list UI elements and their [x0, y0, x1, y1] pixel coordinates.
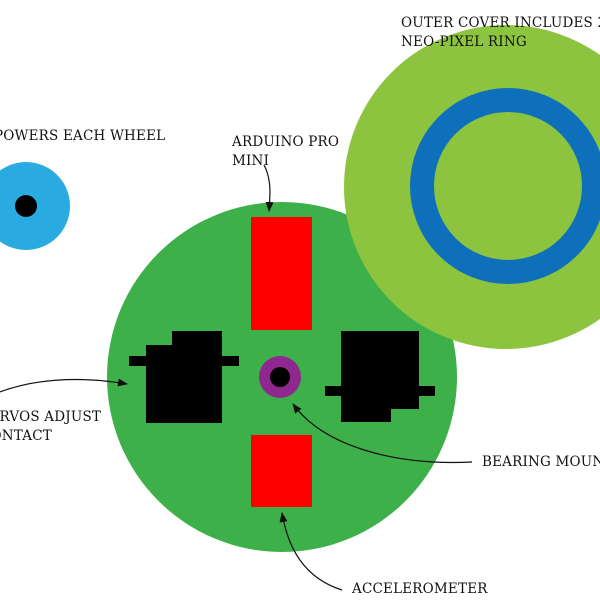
wheel-label: POWERS EACH WHEEL: [0, 127, 165, 146]
servos-arrow: [0, 378, 128, 393]
arduino-board: [251, 217, 312, 330]
bearing-label: BEARING MOUNT: [482, 453, 600, 472]
arduino-label-line2: MINI: [232, 153, 270, 169]
accelerometer-board: [251, 435, 312, 507]
servos-label: SERVOS ADJUST CONTACT: [0, 408, 101, 446]
servos-label-line1: SERVOS ADJUST: [0, 409, 102, 425]
right-servo: [325, 331, 435, 422]
arduino-arrow: [263, 164, 274, 212]
wheel-hub: [15, 195, 37, 217]
accelerometer-label: ACCELEROMETER: [352, 580, 488, 599]
bearing-arrow: [292, 403, 473, 464]
accelerometer-label-line1: ACCELEROMETER: [352, 581, 488, 597]
bearing-label-line1: BEARING MOUNT: [482, 454, 600, 470]
accelerometer-arrow: [279, 512, 343, 591]
arduino-label: ARDUINO PRO MINI: [232, 133, 339, 171]
arduino-label-line1: ARDUINO PRO: [232, 134, 340, 150]
neo-pixel-ring: [410, 88, 600, 284]
servos-label-line2: CONTACT: [0, 428, 52, 444]
left-servo: [129, 331, 239, 423]
outer-cover-label: OUTER COVER INCLUDES 24-LED NEO-PIXEL RI…: [401, 14, 600, 52]
outer-cover-label-line1: OUTER COVER INCLUDES 24-LED: [401, 15, 600, 31]
bearing-hole: [270, 367, 290, 387]
wheel-label-line1: POWERS EACH WHEEL: [0, 128, 166, 144]
outer-cover-label-line2: NEO-PIXEL RING: [401, 34, 527, 50]
